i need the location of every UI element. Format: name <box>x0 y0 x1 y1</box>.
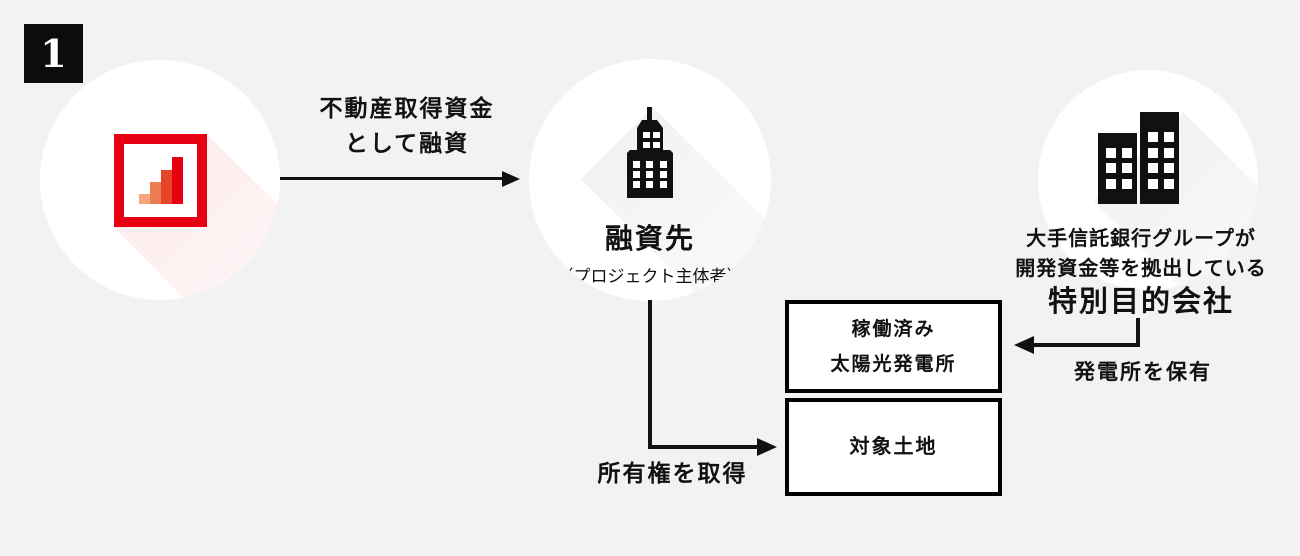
ownership-arrow-hline <box>648 445 760 449</box>
spc-caption: 大手信託銀行グループが 開発資金等を拠出している 特別目的会社 <box>1006 224 1276 321</box>
step-number: 1 <box>40 30 67 76</box>
bar-chart-logo-icon <box>114 134 207 227</box>
holding-arrow-vline <box>1136 318 1140 347</box>
step-badge: 1 <box>24 24 83 83</box>
land-box: 対象土地 <box>785 398 1002 496</box>
ownership-arrow-label: 所有権を取得 <box>597 460 748 486</box>
plant-box: 稼働済み 太陽光発電所 <box>785 300 1002 393</box>
borrower-node: 融資先 （プロジェクト主体者） <box>529 59 771 301</box>
holding-arrowhead-icon <box>1014 336 1034 354</box>
loan-label-line2: として融資 <box>344 130 470 156</box>
plant-box-line2: 太陽光発電所 <box>830 353 957 375</box>
buildings-icon <box>1098 112 1179 204</box>
loan-arrow-line <box>280 177 504 180</box>
holding-arrow-hline <box>1034 343 1140 347</box>
borrower-subtitle: （プロジェクト主体者） <box>556 267 744 286</box>
loan-arrow-label: 不動産取得資金 として融資 <box>297 91 517 161</box>
spc-caption-line2: 開発資金等を拠出している <box>1015 258 1267 280</box>
loan-arrowhead-icon <box>502 171 520 187</box>
building-icon <box>627 107 673 198</box>
bar-chart-bars <box>124 157 197 204</box>
ownership-arrow-vline <box>648 300 652 449</box>
borrower-title: 融資先 <box>604 223 695 254</box>
land-box-label: 対象土地 <box>849 436 938 458</box>
holding-arrow-label: 発電所を保有 <box>1074 361 1212 384</box>
ownership-arrowhead-icon <box>757 438 777 456</box>
plant-box-line1: 稼働済み <box>851 318 936 340</box>
spc-title: 特別目的会社 <box>1047 286 1234 318</box>
spc-node <box>1038 70 1258 290</box>
loan-label-line1: 不動産取得資金 <box>319 95 495 121</box>
lender-node <box>40 60 280 300</box>
spc-caption-line1: 大手信託銀行グループが <box>1026 228 1256 250</box>
